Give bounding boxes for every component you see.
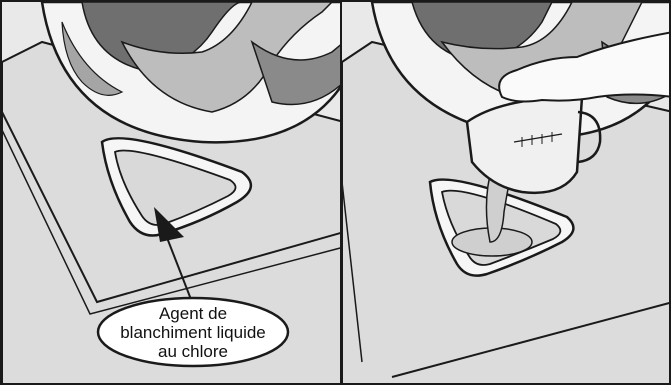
left-illustration-panel: Agent de blanchiment liquide au chlore — [0, 0, 342, 385]
right-illustration-panel — [340, 0, 671, 385]
callout-line-1: Agent de — [159, 304, 227, 323]
bleach-callout-label: Agent de blanchiment liquide au chlore — [98, 298, 288, 366]
pouring-bleach-illustration — [342, 2, 671, 385]
callout-line-3: au chlore — [158, 342, 228, 361]
callout-line-2: blanchiment liquide — [120, 323, 266, 342]
